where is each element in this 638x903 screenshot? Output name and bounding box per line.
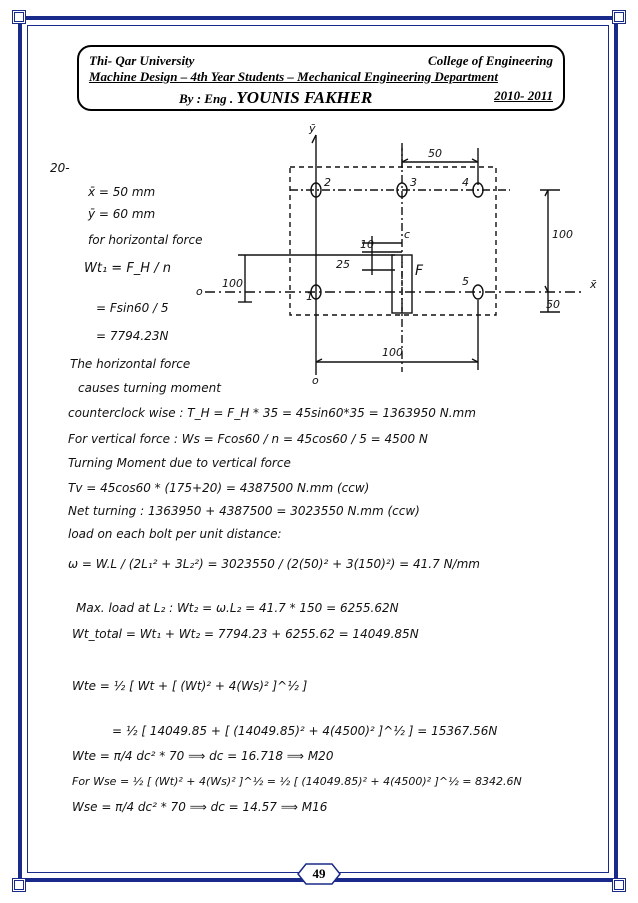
corner-ornament [12,10,26,24]
bracket-outline [289,166,497,316]
page-number: 49 [312,866,326,881]
solution-line: Wse = π/4 dc² * 70 ⟹ dc = 14.57 ⟹ M16 [72,800,328,814]
solution-line: ȳ = 60 mm [87,207,155,221]
solution-line: Wte = ½ [ Wt + [ (Wt)² + 4(Ws)² ]^½ ] [72,679,308,693]
solution-line: ω = W.L / (2L₁² + 3L₂²) = 3023550 / (2(5… [68,557,480,571]
corner-ornament [612,878,626,892]
college-name: College of Engineering [428,53,553,68]
origin-left-label: o [196,285,203,298]
solution-line: = Fsin60 / 5 [96,301,169,315]
dim-right-label: 100 [552,228,573,241]
solution-line: = ½ [ 14049.85 + [ (14049.85)² + 4(4500)… [112,724,497,738]
bolt-label-2: 2 [324,176,331,189]
dim-10-label: 10 [360,238,374,251]
origin-bottom-label: o [312,374,319,387]
dim-bottom-label: 100 [382,346,403,359]
solution-line: The horizontal force [70,357,190,371]
solution-line: Turning Moment due to vertical force [68,456,291,470]
page-header: Thi- Qar University College of Engineeri… [77,45,565,111]
solution-line: Wt₁ = F_H / n [84,261,171,276]
bolt-label-1: 1 [306,290,313,303]
bolt-label-3: 3 [410,176,417,189]
x-axis-label: x̄ [589,278,597,291]
corner-ornament [12,878,26,892]
y-axis-label: ȳ [308,122,316,135]
solution-line: For Wse = ½ [ (Wt)² + 4(Ws)² ]^½ = ½ [ (… [72,775,522,788]
solution-line: for horizontal force [88,233,202,247]
course-line: Machine Design – 4th Year Students – Mec… [89,69,498,84]
corner-ornament [612,10,626,24]
solution-line: = 7794.23N [96,329,168,343]
dim-left-label: 100 [222,277,243,290]
bolt-5 [472,284,484,300]
bolt-label-5: 5 [462,275,469,288]
bolt-3 [396,182,408,198]
dim-25-label: 25 [336,258,350,271]
force-label: F [415,263,424,279]
university-name: Thi- Qar University [89,53,195,68]
dim-right-small-label: 50 [546,298,560,311]
y-axis-arrow [311,134,317,144]
bolt-holes [310,182,484,300]
solution-line: x̄ = 50 mm [87,185,155,199]
solution-line: Net turning : 1363950 + 4387500 = 302355… [68,504,420,518]
solution-line: Wt_total = Wt₁ + Wt₂ = 7794.23 + 6255.62… [72,627,419,641]
academic-years: 2010- 2011 [494,88,553,103]
page-number-box: 49 [298,863,340,885]
author-name: YOUNIS FAKHER [236,88,373,107]
bolt-label-4: 4 [462,176,469,189]
solution-line: Max. load at L₂ : Wt₂ = ω.L₂ = 41.7 * 15… [76,601,399,615]
solution-line: counterclock wise : T_H = F_H * 35 = 45s… [68,406,476,420]
solution-line: load on each bolt per unit distance: [68,527,282,541]
bolt-4 [472,182,484,198]
author: By : Eng . YOUNIS FAKHER [179,88,372,108]
solution-line: causes turning moment [78,381,222,395]
problem-number: 20- [50,161,70,175]
dim-top-label: 50 [428,147,442,160]
page-number-ornament [297,863,341,885]
centroid-label: c [404,228,410,241]
author-prefix: By : Eng . [179,91,234,106]
solution-line: Wte = π/4 dc² * 70 ⟹ dc = 16.718 ⟹ M20 [72,749,334,763]
solution-line: Tv = 45cos60 * (175+20) = 4387500 N.mm (… [68,481,369,495]
bolt-1 [310,284,322,300]
bolt-2 [310,182,322,198]
bolt-pattern-diagram [205,134,585,375]
solution-line: For vertical force : Ws = Fcos60 / n = 4… [68,432,428,446]
